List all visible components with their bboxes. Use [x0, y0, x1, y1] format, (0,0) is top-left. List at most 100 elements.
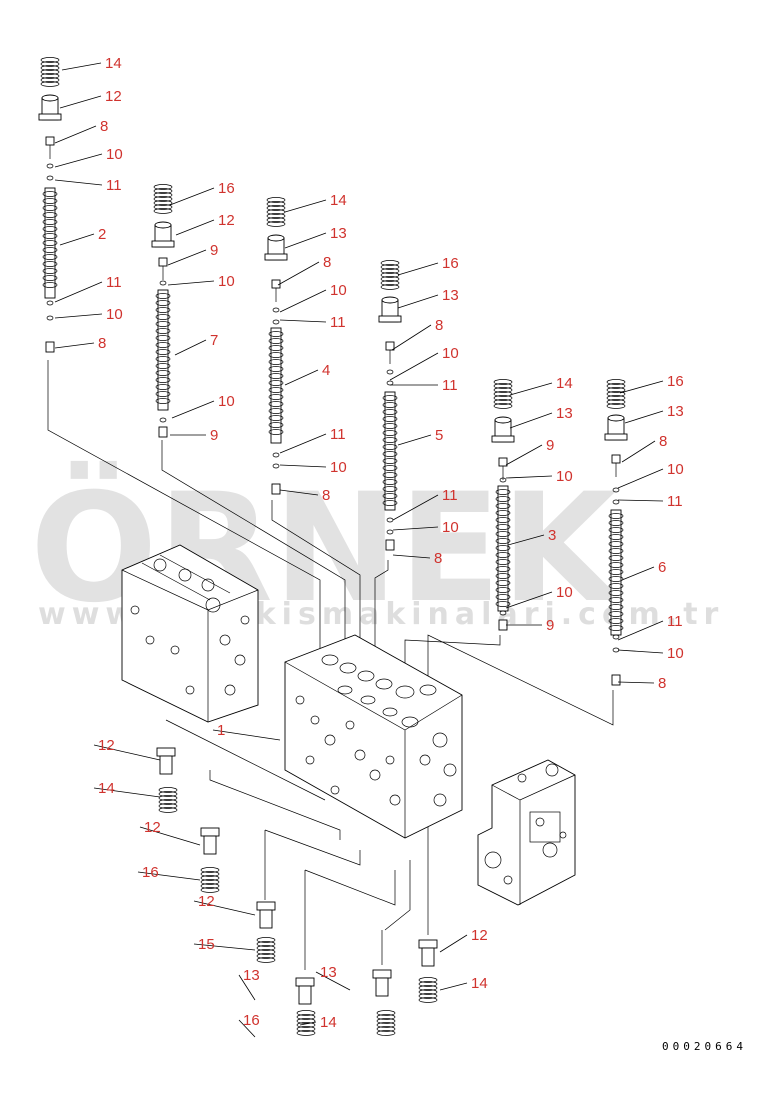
callout-leader: [193, 943, 256, 951]
callout-leader: [279, 319, 327, 323]
plug-part: [156, 747, 176, 775]
plug-part: [256, 901, 276, 929]
plug-part: [418, 939, 438, 967]
callout-leader: [167, 280, 215, 286]
callout-leader: [619, 380, 664, 394]
callout-leader: [139, 826, 201, 846]
callout-leader: [174, 339, 207, 356]
callout-leader: [61, 62, 102, 71]
callout-number: 11: [330, 314, 346, 331]
callout-number: 6: [658, 559, 666, 576]
callout-leader: [509, 382, 553, 396]
connector-path: [404, 635, 501, 685]
callout-leader: [284, 369, 319, 386]
callout-number: 10: [556, 584, 573, 601]
callout-leader: [193, 900, 256, 916]
callout-leader: [299, 1021, 317, 1026]
callout-number: 10: [442, 345, 459, 362]
callout-leader: [54, 125, 97, 144]
callout-number: 10: [106, 146, 123, 163]
callout-leader: [509, 412, 553, 429]
connector-path: [161, 440, 346, 655]
callout-number: 12: [144, 819, 161, 836]
spool-stack: [491, 379, 515, 631]
callout-number: 10: [556, 468, 573, 485]
callout-number: 9: [546, 617, 554, 634]
spool-stacks: [38, 57, 628, 686]
spool-stack: [264, 197, 288, 495]
callout-leader: [54, 313, 103, 319]
connector-path: [381, 860, 411, 965]
callout-number: 14: [471, 975, 488, 992]
small-block-ports: [130, 558, 250, 696]
callout-leader: [392, 526, 439, 531]
callout-number: 10: [106, 306, 123, 323]
callout-leader: [212, 729, 281, 741]
callout-number: 10: [667, 645, 684, 662]
connector-path: [209, 770, 341, 840]
main-valve-block: [284, 634, 463, 839]
callout-leader: [284, 199, 327, 213]
callout-numbers: 1412810112111081612910710914138101141110…: [98, 55, 684, 1031]
callout-leader: [284, 232, 327, 249]
connector-path: [165, 719, 326, 801]
callout-number: 2: [98, 226, 106, 243]
spool-stack: [38, 57, 62, 353]
plug-part: [372, 969, 392, 997]
callout-number: 11: [667, 613, 683, 630]
callout-leader: [392, 494, 439, 521]
spring-part: [158, 787, 178, 813]
callout-leader: [277, 261, 320, 286]
callout-leader: [315, 971, 351, 991]
callout-number: 11: [442, 487, 458, 504]
callout-number: 10: [330, 459, 347, 476]
spring-part: [256, 937, 276, 963]
callout-number: 9: [210, 427, 218, 444]
callout-leader: [93, 787, 161, 798]
callout-leader: [621, 440, 656, 463]
callout-number: 16: [243, 1012, 260, 1029]
callout-number: 13: [556, 405, 573, 422]
callout-number: 16: [218, 180, 235, 197]
spring-part: [376, 1010, 396, 1036]
callout-leader: [93, 744, 161, 761]
callout-leader: [505, 475, 553, 479]
callout-number: 10: [218, 393, 235, 410]
callout-number: 16: [667, 373, 684, 390]
callout-number: 14: [320, 1014, 337, 1031]
callout-leader: [389, 352, 439, 381]
callout-number: 11: [442, 377, 458, 394]
callout-number: 13: [667, 403, 684, 420]
callout-leader: [617, 681, 655, 684]
callout-leader: [169, 187, 215, 206]
callout-number: 12: [471, 927, 488, 944]
callout-leader: [507, 534, 545, 546]
callout-leader: [279, 464, 327, 468]
connector-lines: [47, 360, 614, 970]
callout-leader: [279, 489, 319, 496]
connector-path: [427, 634, 614, 726]
callout-leader: [621, 566, 655, 581]
callout-leader: [167, 249, 207, 266]
callout-leader: [171, 400, 215, 419]
callout-leader: [54, 342, 95, 349]
callout-number: 7: [210, 332, 218, 349]
side-cover-block: [477, 759, 576, 906]
callout-number: 11: [106, 274, 122, 291]
callout-number: 14: [105, 55, 122, 72]
callout-number: 4: [322, 362, 330, 379]
callout-leader: [137, 871, 201, 881]
callout-leader: [624, 410, 664, 424]
callout-number: 8: [434, 550, 442, 567]
callout-leader: [617, 649, 664, 654]
callout-number: 10: [442, 519, 459, 536]
callout-number: 11: [106, 177, 122, 194]
callout-leader: [505, 591, 553, 609]
callout-leader: [59, 95, 102, 109]
callout-number: 8: [658, 675, 666, 692]
callout-number: 8: [98, 335, 106, 352]
callout-number: 11: [330, 426, 346, 443]
callout-number: 15: [198, 936, 215, 953]
callout-leader: [238, 974, 256, 1001]
